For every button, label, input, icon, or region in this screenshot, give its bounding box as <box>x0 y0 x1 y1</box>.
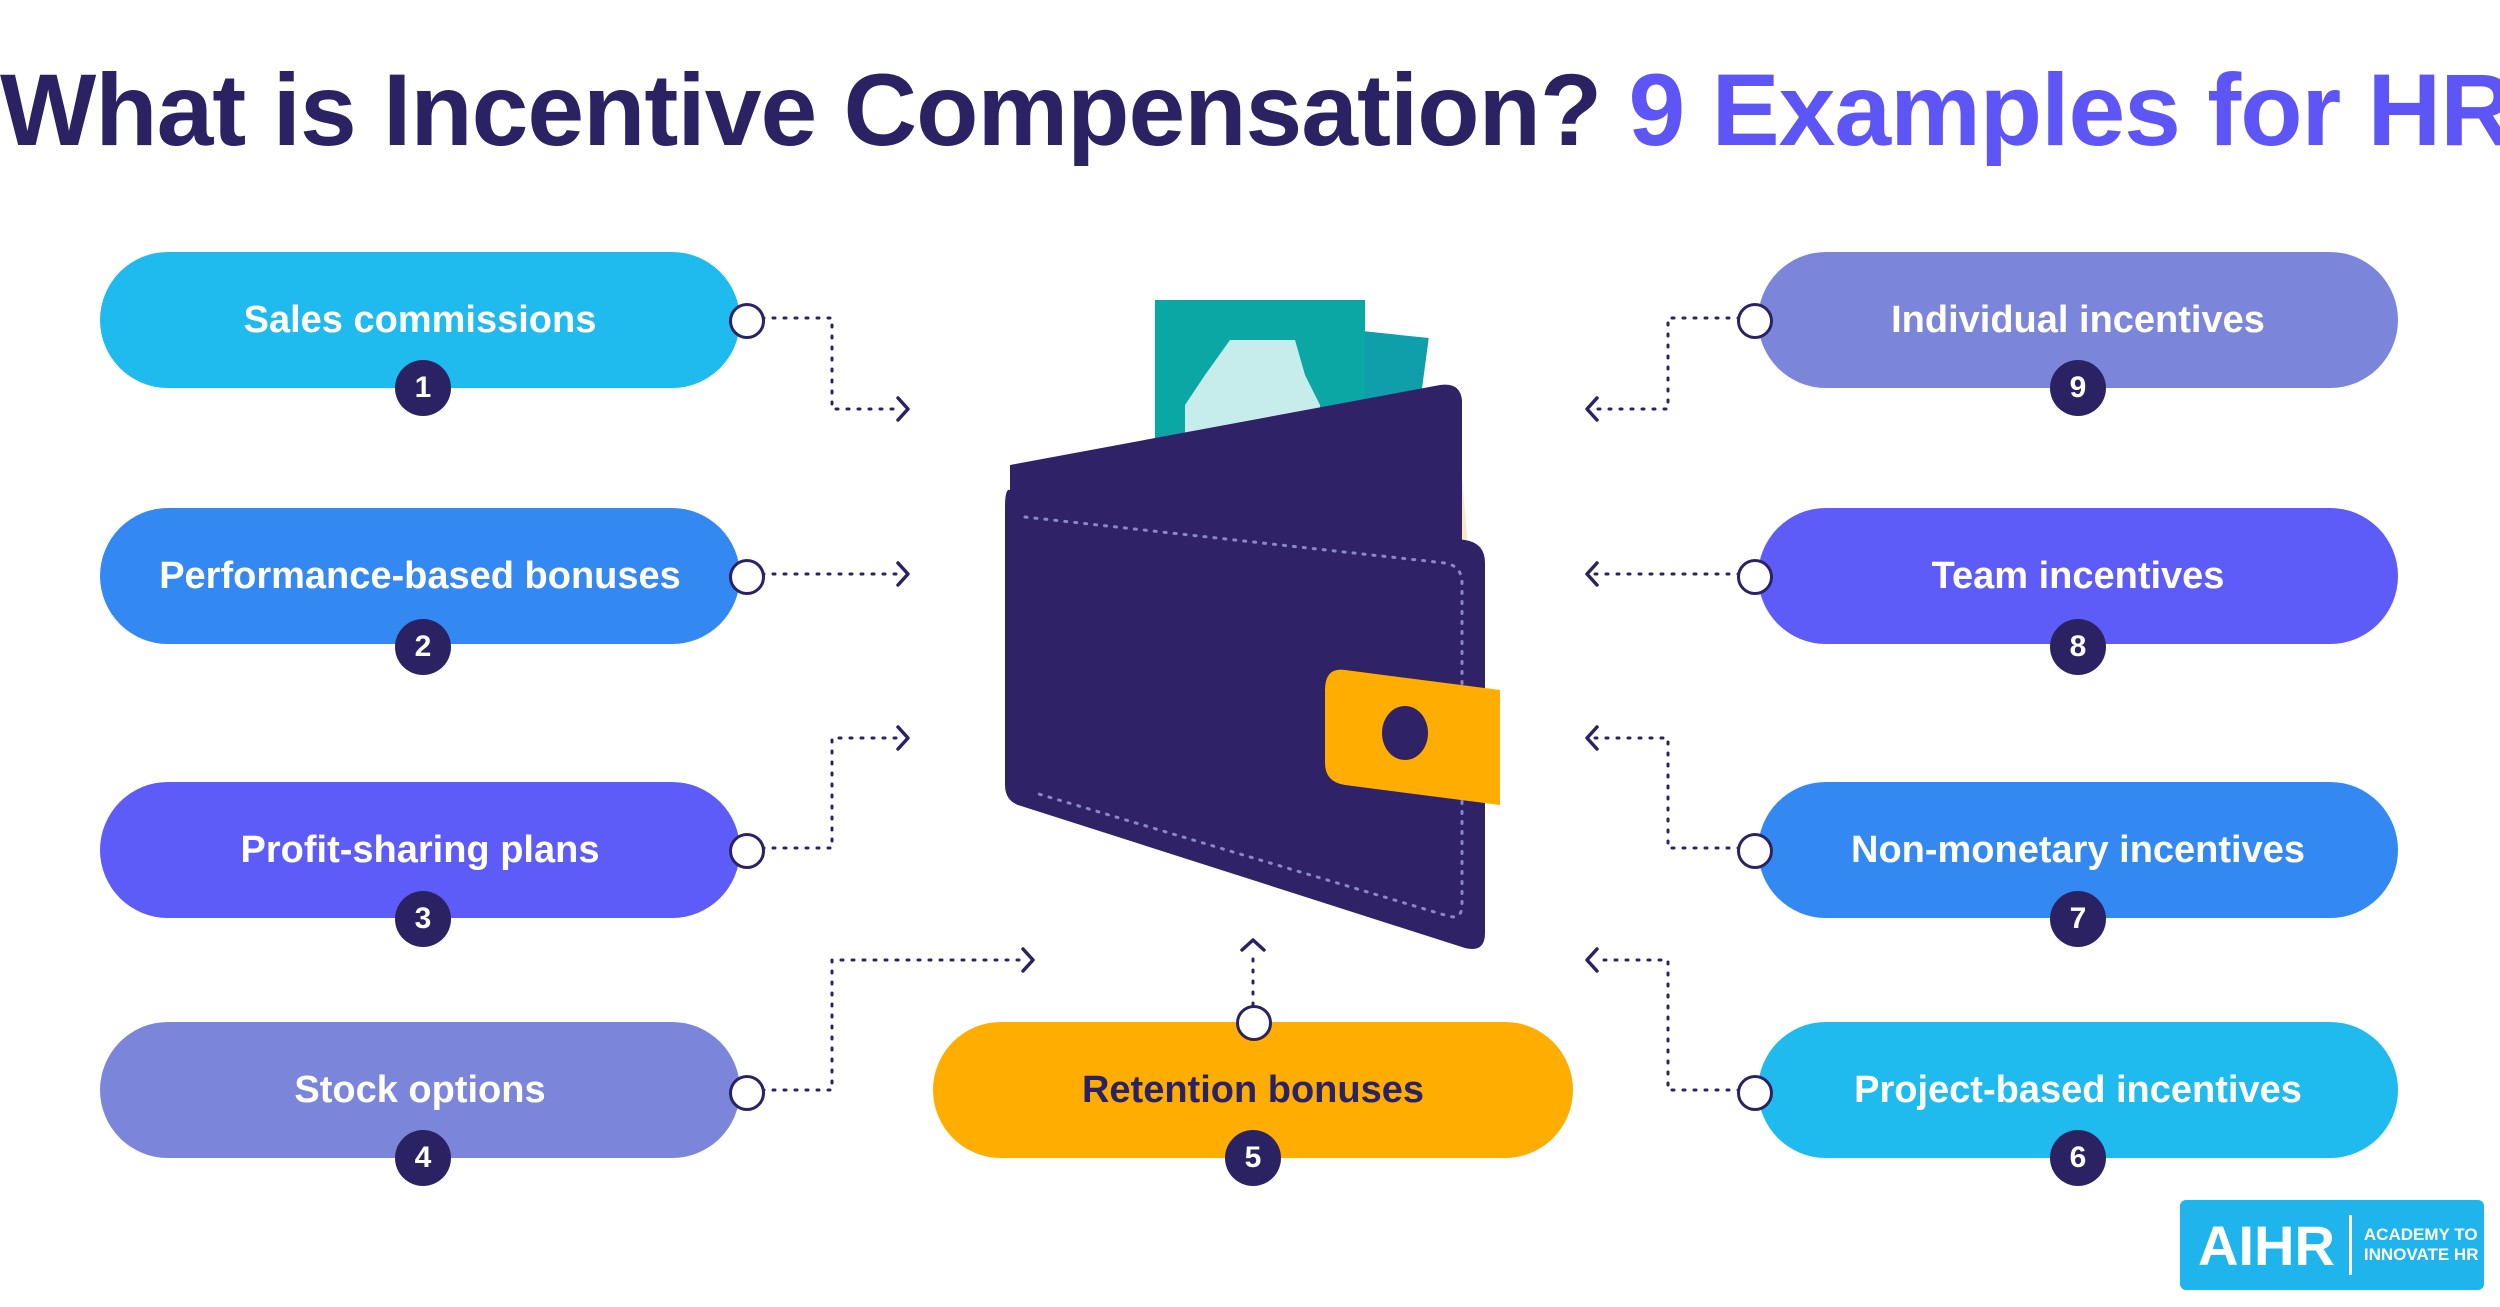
connector-dot-1 <box>729 303 765 339</box>
arrowhead-8 <box>1585 561 1599 587</box>
connector-7 <box>1593 736 1742 850</box>
logo-tagline-line1: ACADEMY TO <box>2363 1225 2478 1244</box>
arrowhead-3 <box>896 725 910 751</box>
connector-9 <box>1593 316 1742 411</box>
logo-tagline: ACADEMY TO INNOVATE HR <box>2364 1225 2479 1265</box>
arrowhead-9 <box>1585 396 1599 422</box>
logo-divider <box>2348 1215 2352 1275</box>
number-badge-9: 9 <box>2050 360 2106 416</box>
logo-wordmark: AIHR <box>2198 1213 2335 1277</box>
connector-dot-3 <box>729 833 765 869</box>
number-badge-6: 6 <box>2050 1130 2106 1186</box>
number-badge-1: 1 <box>395 360 451 416</box>
connector-dot-5 <box>1236 1005 1272 1041</box>
arrowhead-6 <box>1585 947 1599 973</box>
item-pill-7: Non-monetary incentives <box>1758 782 2398 918</box>
aihr-logo: AIHR ACADEMY TO INNOVATE HR <box>2180 1200 2484 1290</box>
number-badge-2: 2 <box>395 619 451 675</box>
number-badge-5: 5 <box>1225 1130 1281 1186</box>
arrowhead-4 <box>1021 947 1035 973</box>
arrowhead-2 <box>896 561 910 587</box>
connector-4 <box>760 958 1027 1092</box>
arrowhead-1 <box>896 396 910 422</box>
number-badge-8: 8 <box>2050 619 2106 675</box>
arrowhead-7 <box>1585 725 1599 751</box>
number-badge-7: 7 <box>2050 891 2106 947</box>
item-pill-5: Retention bonuses <box>933 1022 1573 1158</box>
title-highlight: 9 Examples for HR <box>1628 53 2500 167</box>
logo-tagline-line2: INNOVATE HR <box>2363 1245 2479 1264</box>
connector-dot-7 <box>1737 833 1773 869</box>
connector-3 <box>760 736 902 850</box>
wallet-icon <box>1005 300 1500 949</box>
connector-dot-4 <box>729 1075 765 1111</box>
title-main: What is Incentive Compensation? <box>0 53 1602 167</box>
connector-dot-9 <box>1737 303 1773 339</box>
connector-dot-8 <box>1737 559 1773 595</box>
number-badge-4: 4 <box>395 1130 451 1186</box>
connector-6 <box>1593 958 1742 1092</box>
page-title: What is Incentive Compensation? 9 Exampl… <box>0 52 2500 169</box>
item-pill-9: Individual incentives <box>1758 252 2398 388</box>
arrowhead-5 <box>1240 938 1266 952</box>
connector-1 <box>760 316 902 411</box>
connector-dot-2 <box>729 559 765 595</box>
connector-dot-6 <box>1737 1075 1773 1111</box>
number-badge-3: 3 <box>395 891 451 947</box>
